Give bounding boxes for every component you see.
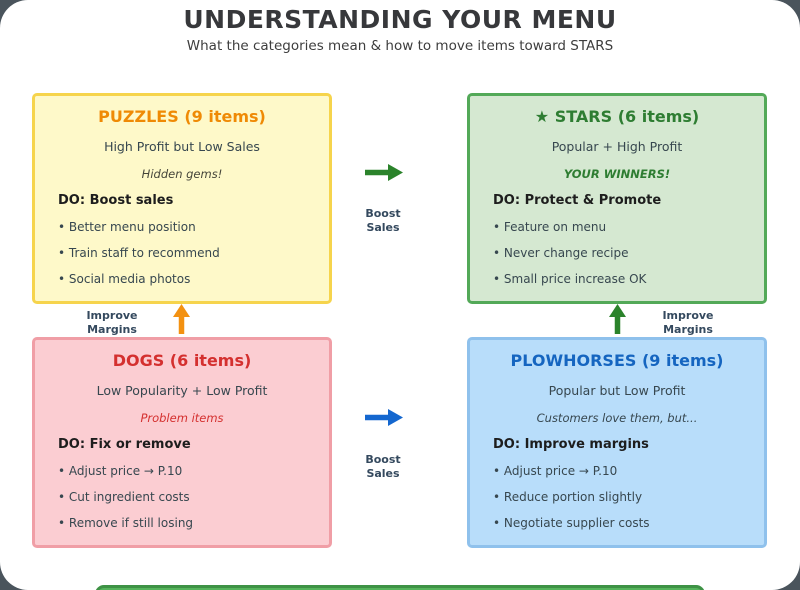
quadrant-description: Popular but Low Profit [548,383,686,398]
quadrant-tagline: YOUR WINNERS! [563,167,671,181]
flow-label-boost-sales-bottom: Boost Sales [365,453,401,480]
list-item: • Never change recipe [493,246,629,260]
list-item: • Reduce portion slightly [493,490,643,504]
right-arrow-icon [365,409,403,426]
footer-banner [95,585,705,590]
list-item: • Feature on menu [493,220,607,234]
quadrant-title: ★ STARS (6 items) [534,107,700,126]
quadrant-action: DO: Protect & Promote [493,193,662,208]
quadrant-puzzles: PUZZLES (9 items) High Profit but Low Sa… [32,93,332,304]
up-arrow-icon [609,304,626,334]
flow-label-improve-margins-left: Improve Margins [86,309,138,336]
quadrant-stars: ★ STARS (6 items) Popular + High Profit … [467,93,767,304]
header: UNDERSTANDING YOUR MENU What the categor… [0,5,800,55]
quadrant-dogs: DOGS (6 items) Low Popularity + Low Prof… [32,337,332,548]
quadrant-title: PUZZLES (9 items) [98,107,266,126]
list-item: • Better menu position [58,220,196,234]
flow-label-boost-sales-top: Boost Sales [365,207,401,234]
quadrant-description: Popular + High Profit [551,139,683,154]
list-item: • Train staff to recommend [58,246,220,260]
quadrant-tagline: Problem items [140,411,224,425]
list-item: • Small price increase OK [493,272,647,286]
list-item: • Adjust price → P.10 [58,464,183,478]
quadrant-action: DO: Fix or remove [58,437,191,452]
quadrant-description: Low Popularity + Low Profit [96,383,268,398]
list-item: • Social media photos [58,272,191,286]
up-arrow-icon [173,304,190,334]
right-arrow-icon [365,164,403,181]
quadrant-action: DO: Boost sales [58,193,174,208]
list-item: • Cut ingredient costs [58,490,190,504]
flow-label-improve-margins-right: Improve Margins [662,309,714,336]
quadrant-description: High Profit but Low Sales [104,139,260,154]
page-subtitle: What the categories mean & how to move i… [186,38,614,54]
quadrant-plowhorses: PLOWHORSES (9 items) Popular but Low Pro… [467,337,767,548]
list-item: • Remove if still losing [58,516,194,530]
page-title: UNDERSTANDING YOUR MENU [183,5,617,34]
list-item: • Negotiate supplier costs [493,516,650,530]
quadrant-tagline: Hidden gems! [141,167,223,181]
list-item: • Adjust price → P.10 [493,464,618,478]
quadrant-action: DO: Improve margins [493,437,649,452]
quadrant-title: DOGS (6 items) [112,351,252,370]
quadrant-tagline: Customers love them, but... [536,411,698,425]
quadrant-title: PLOWHORSES (9 items) [510,351,724,370]
